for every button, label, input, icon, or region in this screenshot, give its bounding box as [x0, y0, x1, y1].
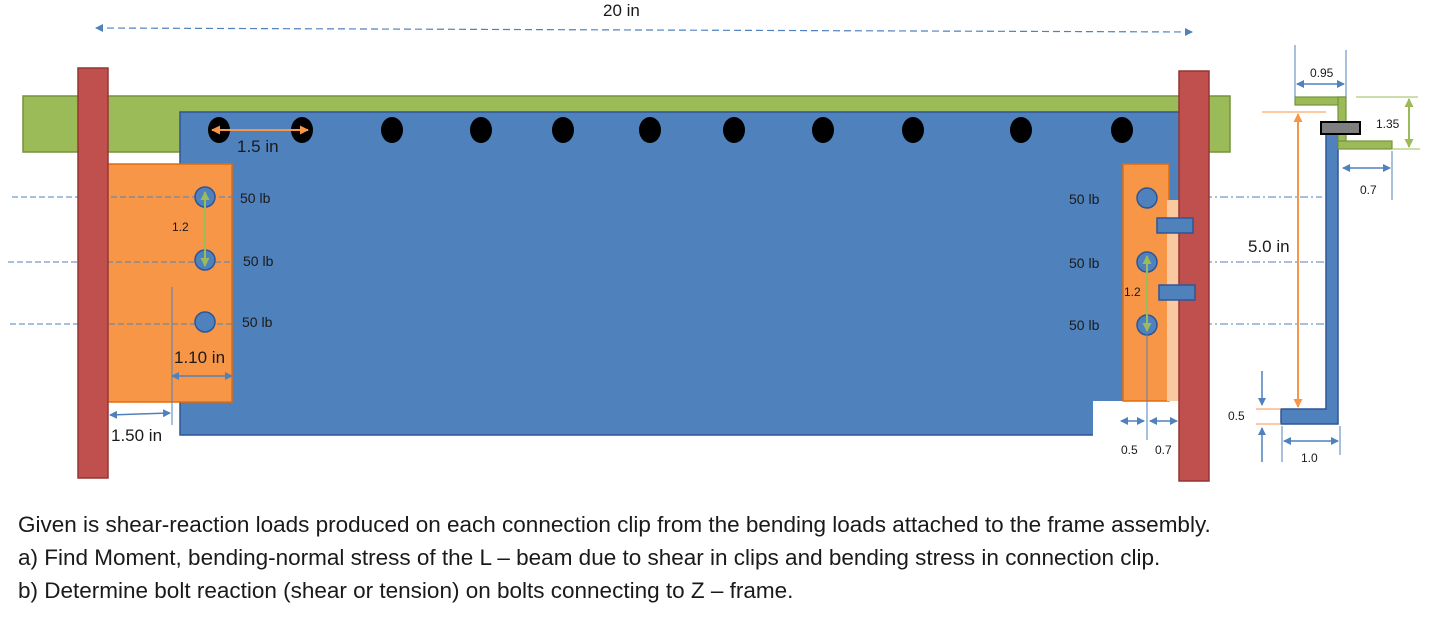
overall-width-label: 20 in [603, 1, 640, 20]
problem-part-b: b) Determine bolt reaction (shear or ten… [18, 578, 794, 603]
beam-hole [902, 117, 924, 143]
left-load-middle: 50 lb [243, 253, 274, 269]
right-load-bottom: 50 lb [1069, 317, 1100, 333]
right-bolt-tab-upper [1156, 217, 1194, 234]
left-frame-post [77, 67, 109, 479]
left-bolt-bottom [194, 311, 216, 333]
beam-cutout [1093, 401, 1188, 451]
beam-hole [1010, 117, 1032, 143]
right-bolt-top [1136, 187, 1158, 209]
left-load-top: 50 lb [240, 190, 271, 206]
beam-holes [208, 117, 1133, 143]
right-frame-post [1178, 70, 1210, 482]
z-frame-lip [1337, 140, 1393, 150]
left-offset-label: 1.50 in [111, 426, 162, 445]
right-load-middle: 50 lb [1069, 255, 1100, 271]
problem-part-a: a) Find Moment, bending-normal stress of… [18, 545, 1161, 570]
beam-hole [723, 117, 745, 143]
z-lip-height-label: 1.35 [1376, 117, 1400, 131]
z-bottom-thickness-label: 0.5 [1228, 409, 1245, 423]
problem-intro: Given is shear-reaction loads produced o… [18, 512, 1211, 537]
right-bolt-tab-lower [1158, 284, 1196, 301]
z-height-label: 5.0 in [1248, 237, 1290, 256]
l-beam-web [179, 111, 1181, 436]
beam-hole [381, 117, 403, 143]
hole-spacing-label: 1.5 in [237, 137, 279, 156]
z-lip-width-label: 0.7 [1360, 183, 1377, 197]
left-pitch-label: 1.2 [172, 220, 189, 234]
z-frame-section [1280, 125, 1339, 425]
right-pitch-label: 1.2 [1124, 285, 1141, 299]
beam-hole [552, 117, 574, 143]
beam-hole [1111, 117, 1133, 143]
beam-hole [812, 117, 834, 143]
right-load-top: 50 lb [1069, 191, 1100, 207]
beam-hole [470, 117, 492, 143]
z-top-flange-label: 0.95 [1310, 66, 1334, 80]
left-clip-width-label: 1.10 in [174, 348, 225, 367]
left-load-bottom: 50 lb [242, 314, 273, 330]
right-dim-b-label: 0.7 [1155, 443, 1172, 457]
z-bottom-flange-label: 1.0 [1301, 451, 1318, 465]
frame-assembly-diagram: 20 in 1.5 in 1.2 50 lb 50 lb 50 lb [8, 1, 1420, 482]
beam-hole [639, 117, 661, 143]
overall-width-dim-line [95, 24, 1193, 36]
right-dim-a-label: 0.5 [1121, 443, 1138, 457]
z-frame-bolt [1320, 121, 1361, 135]
left-offset-dim-line [109, 409, 171, 419]
problem-statement: Given is shear-reaction loads produced o… [18, 508, 1418, 607]
